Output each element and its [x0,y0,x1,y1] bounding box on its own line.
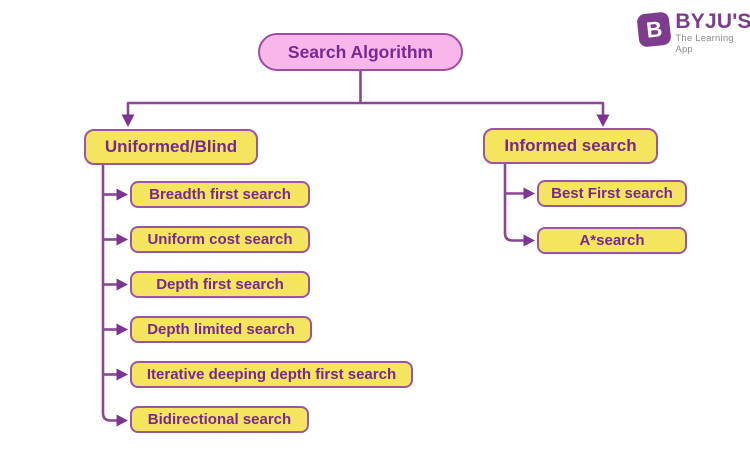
node-uninformed-blind: Uniformed/Blind [84,129,258,165]
node-uniform-cost-search: Uniform cost search [130,226,310,253]
byjus-brand-name: BYJU'S [675,10,750,33]
byjus-b-icon: B [636,11,673,48]
node-search-algorithm: Search Algorithm [258,33,463,71]
left-branch-rail [101,165,118,422]
node-bidirectional-search: Bidirectional search [130,406,309,433]
node-label: Search Algorithm [287,41,434,62]
node-label: Best First search [551,185,673,202]
node-informed-search: Informed search [483,128,658,164]
node-label: Uniform cost search [147,231,293,248]
node-label: Uniformed/Blind [104,137,238,156]
byjus-logo-text: BYJU'S The Learning App [675,10,750,56]
node-depth-first-search: Depth first search [130,271,310,298]
node-label: Bidirectional search [147,411,292,428]
node-label: Informed search [504,136,637,155]
byjus-logo: B BYJU'S The Learning App [636,10,750,56]
down-arrowheads [121,114,610,127]
node-label: Breadth first search [149,186,291,203]
node-best-first-search: Best First search [537,180,687,207]
right-branch-arrowheads [523,187,535,247]
node-depth-limited-search: Depth limited search [130,316,312,343]
node-iterative-deepening-search: Iterative deeping depth first search [130,361,413,388]
root-split-connector [126,70,605,116]
byjus-tagline: The Learning App [675,33,734,55]
node-label: Depth limited search [147,321,295,338]
node-label: Iterative deeping depth first search [146,366,397,383]
node-a-star-search: A*search [537,227,687,254]
right-branch-rail [503,164,525,242]
node-label: Depth first search [156,276,284,293]
node-breadth-first-search: Breadth first search [130,181,310,208]
byjus-b-letter: B [644,15,664,43]
node-label: A*search [579,232,645,249]
left-branch-arrowheads [116,188,128,427]
